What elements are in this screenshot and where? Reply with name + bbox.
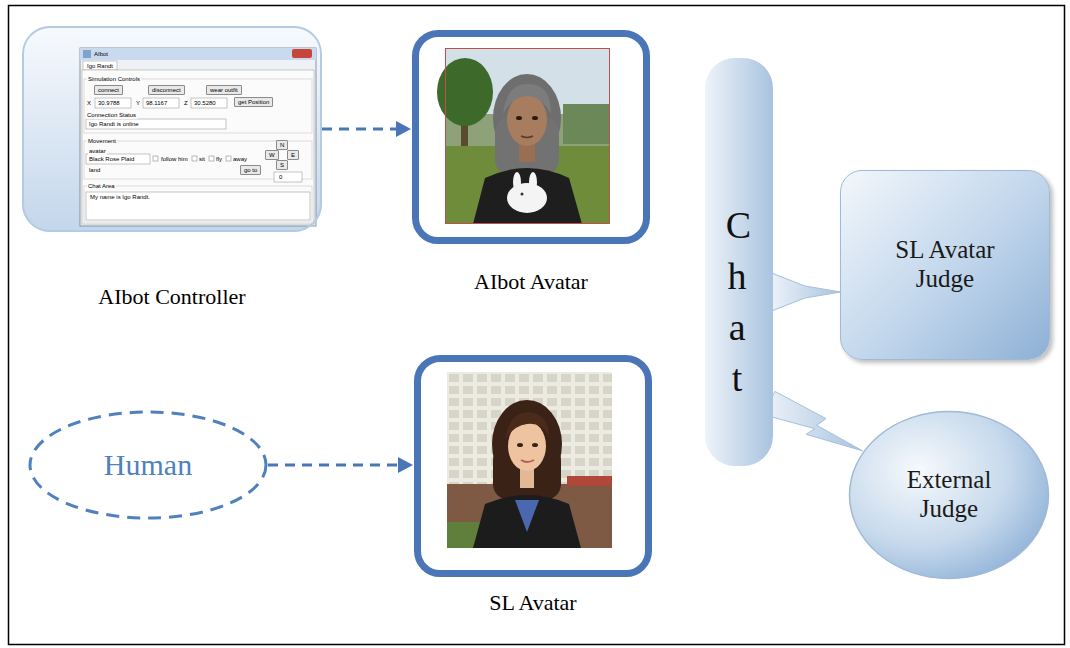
avatar-caption: SL Avatar [351, 590, 715, 616]
connector [769, 272, 841, 312]
controller-panel: AIbot ControllerAIbotIgo RandtSimulation… [22, 26, 322, 232]
panel-caption: AIbot Controller [0, 284, 390, 310]
chat-bubble: Chat [705, 58, 773, 466]
ui-label: Y [135, 99, 141, 107]
ui-label: Black Rose Plaid [88, 155, 135, 163]
ui-label: connect [94, 85, 123, 95]
ui-label: Simulation Controls [87, 75, 141, 83]
arrow-head [396, 121, 411, 137]
judge-box: SL Avatar Judge [840, 170, 1050, 360]
connector [763, 391, 863, 451]
text-holder: External Judge [848, 410, 1050, 580]
judge-text: External Judge [884, 466, 1014, 524]
ui-label: avatar [88, 147, 107, 155]
judge-ellipse-shape [850, 412, 1049, 579]
text-holder: Human [28, 410, 268, 520]
ui-label: My name is Igo Randt. [89, 193, 151, 201]
ui-label: 30.5280 [193, 99, 217, 107]
connector [268, 457, 413, 473]
text-holder: SL Avatar Judge [841, 171, 1049, 359]
human-text: Human [58, 448, 238, 483]
avatar-frame: AIbot Avatar [412, 30, 650, 244]
text-group: External Judge [884, 466, 1014, 524]
judge-text: SL Avatar Judge [870, 236, 1020, 294]
dashed-arrow-line [322, 128, 398, 131]
ui-label: land [88, 166, 101, 174]
outer-frame [9, 6, 1065, 645]
ui-label: 98.1167 [145, 99, 168, 107]
ui-label: Z [183, 99, 189, 107]
aibot-avatar-picture [437, 48, 610, 224]
ui-label: get Position [234, 97, 273, 107]
ui-label: Chat Area [87, 182, 116, 190]
ui-label: disconnect [148, 85, 185, 95]
arrow-head [398, 457, 413, 473]
text-group: SL Avatar Judge [870, 236, 1020, 294]
ui-label: 30.9788 [97, 99, 121, 107]
ui-label: S [276, 160, 288, 170]
panel-fill [22, 26, 322, 232]
ui-label: Movement [87, 137, 117, 145]
ui-label: X [86, 99, 92, 107]
text-group: Human [58, 448, 238, 483]
ui-label: Connection Status [86, 111, 137, 119]
human-ellipse: Human [28, 410, 268, 520]
connector [322, 121, 411, 137]
avatar-caption: AIbot Avatar [349, 269, 713, 295]
ui-label: 0 [278, 173, 283, 181]
ui-label: Igo Randt is online [88, 120, 140, 128]
ui-label: E [287, 150, 299, 160]
sl-avatar-picture [447, 372, 612, 548]
window-screenshot [80, 48, 316, 226]
ui-label: Igo Randt [86, 62, 114, 70]
ui-label: away [232, 155, 248, 163]
ui-label: N [276, 140, 288, 150]
dashed-ellipse [30, 412, 266, 518]
ui-label: follow him [160, 155, 189, 163]
ui-label: sit [198, 155, 206, 163]
dashed-arrow-line [268, 464, 400, 467]
chat-text: Chat [726, 200, 753, 404]
judge-ellipse: External Judge [848, 410, 1050, 580]
bubble-shape [705, 58, 773, 466]
ui-label: fly [215, 155, 223, 163]
ui-label: AIbot [93, 50, 109, 58]
ui-label: W [265, 150, 279, 160]
lightning-tail [763, 391, 863, 451]
ui-label: wear outfit [206, 85, 242, 95]
ui-label: go to [240, 165, 261, 175]
speech-tail [769, 272, 841, 312]
avatar-frame: SL Avatar [414, 355, 652, 577]
